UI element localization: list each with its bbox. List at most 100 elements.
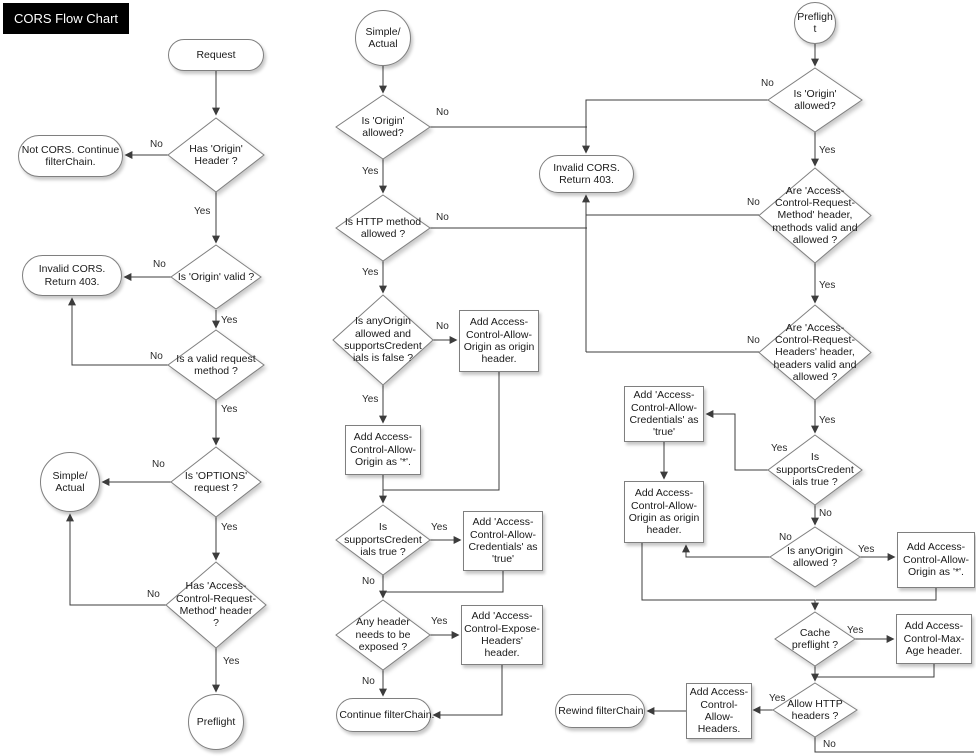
label: Are 'Access- Control-Request- Method' he…	[772, 184, 858, 247]
terminator-request: Request	[168, 39, 264, 71]
label: Add Access- Control- Allow- Headers.	[689, 686, 749, 736]
diamond-shape	[336, 95, 430, 159]
decision-origin-allowed-mid: Is 'Origin' allowed?	[336, 95, 430, 159]
edge-label-yes: Yes	[223, 656, 240, 667]
terminator-continue-filterchain: Continue filterChain.	[336, 698, 434, 732]
edge-label-yes: Yes	[819, 415, 836, 426]
edge-label-yes: Yes	[819, 145, 836, 156]
edge-label-no: No	[747, 335, 760, 346]
edge	[641, 543, 819, 611]
process-add-acao-star-right: Add Access- Control-Allow- Origin as '*'…	[897, 532, 975, 588]
connector-simple-actual-left: Simple/ Actual	[40, 452, 100, 512]
label: Is supportsCredent ials true ?	[776, 451, 854, 489]
edge	[582, 99, 768, 154]
label: Has 'Origin' Header ?	[189, 142, 243, 167]
decision-cache-preflight: Cache preflight ?	[775, 612, 855, 666]
label: Are 'Access- Control-Request- Headers' h…	[773, 321, 857, 384]
terminator-invalid-cors-left: Invalid CORS. Return 403.	[22, 255, 122, 296]
edge	[432, 665, 503, 719]
diamond-shape	[171, 447, 261, 517]
label: Add 'Access- Control-Expose- Headers' he…	[464, 610, 540, 660]
edge	[816, 664, 935, 678]
edge-label-no: No	[147, 589, 160, 600]
decision-http-method-allowed: Is HTTP method allowed ?	[336, 195, 430, 261]
connector-preflight-left: Preflight	[188, 694, 244, 750]
label: Request	[196, 48, 236, 61]
edge-label-yes: Yes	[431, 522, 448, 533]
edge-label-yes: Yes	[819, 280, 836, 291]
terminator-invalid-cors-mid: Invalid CORS. Return 403.	[539, 155, 634, 193]
diamond-shape	[768, 68, 862, 132]
edge-label-yes: Yes	[769, 693, 786, 704]
decision-any-header-exposed: Any header needs to be exposed ?	[336, 600, 430, 670]
decision-acrm-valid-allowed: Are 'Access- Control-Request- Method' he…	[759, 168, 871, 263]
edge-label-yes: Yes	[431, 616, 448, 627]
decision-origin-valid: Is 'Origin' valid ?	[171, 245, 261, 309]
label: Add 'Access- Control-Allow- Credentials'…	[468, 516, 538, 566]
edge	[66, 513, 166, 606]
edge-label-yes: Yes	[858, 544, 875, 555]
diamond-shape	[166, 562, 266, 648]
diamond-shape	[759, 305, 871, 400]
chart-title: CORS Flow Chart	[3, 3, 130, 34]
edge-label-yes: Yes	[221, 404, 238, 415]
label: Cache preflight ?	[791, 626, 839, 651]
edge	[816, 588, 937, 601]
decision-supportscredentials-mid: Is supportsCredent ials true ?	[336, 505, 430, 575]
label: Is a valid request method ?	[176, 352, 256, 377]
edge-label-no: No	[152, 459, 165, 470]
label: Any header needs to be exposed ?	[355, 616, 411, 654]
label: Has 'Access- Control-Request- Method' he…	[176, 580, 256, 630]
terminator-not-cors: Not CORS. Continue filterChain.	[18, 135, 123, 177]
process-add-max-age: Add Access- Control-Max- Age header.	[896, 614, 972, 664]
diamond-shape	[775, 612, 855, 666]
label: Is 'Origin' valid ?	[177, 270, 255, 283]
label: Is 'OPTIONS' request ?	[184, 469, 248, 494]
diamond-shape	[336, 195, 430, 261]
label: Not CORS. Continue filterChain.	[21, 143, 120, 168]
label: Add 'Access- Control-Allow- Credentials'…	[629, 389, 699, 439]
label: Rewind filterChain	[558, 704, 644, 717]
edge-label-no: No	[150, 139, 163, 150]
process-add-credentials-true-mid: Add 'Access- Control-Allow- Credentials'…	[463, 511, 543, 571]
diamond-shape	[171, 245, 261, 309]
edge	[682, 544, 770, 558]
edge	[383, 372, 500, 491]
label: Is supportsCredent ials true ?	[344, 521, 422, 559]
label: Invalid CORS. Return 403.	[38, 263, 106, 288]
edge-label-yes: Yes	[221, 315, 238, 326]
decision-origin-allowed-right: Is 'Origin' allowed?	[768, 68, 862, 132]
diamond-shape	[336, 505, 430, 575]
label: Preflight	[797, 10, 833, 35]
diamond-shape	[336, 600, 430, 670]
edge	[68, 297, 168, 366]
connector-preflight-right: Preflight	[794, 2, 836, 44]
connector-simple-actual-mid: Simple/ Actual	[355, 10, 411, 66]
decision-anyorigin-allowed-right: Is anyOrigin allowed ?	[770, 527, 860, 587]
diamond-shape	[333, 295, 433, 385]
diamond-shape	[168, 118, 264, 192]
process-add-acao-origin-right: Add Access- Control-Allow- Origin as ori…	[624, 481, 704, 543]
diamond-shape	[768, 435, 862, 505]
process-add-expose-headers: Add 'Access- Control-Expose- Headers' he…	[461, 605, 543, 665]
decision-anyorigin-supportscredentials: Is anyOrigin allowed and supportsCredent…	[333, 295, 433, 385]
decision-acrh-valid-allowed: Are 'Access- Control-Request- Headers' h…	[759, 305, 871, 400]
label: Is 'Origin' allowed?	[361, 114, 405, 139]
decision-allow-http-headers: Allow HTTP headers ?	[773, 683, 857, 737]
edge-label-no: No	[761, 78, 774, 89]
label: Invalid CORS. Return 403.	[553, 161, 620, 186]
edge-label-no: No	[747, 197, 760, 208]
label: Add Access- Control-Allow- Origin as ori…	[463, 316, 535, 366]
process-add-acao-star-mid: Add Access- Control-Allow- Origin as '*'…	[345, 425, 421, 475]
decision-supportscredentials-right: Is supportsCredent ials true ?	[768, 435, 862, 505]
label: Add Access- Control-Allow- Origin as '*'…	[903, 541, 969, 579]
label: Is anyOrigin allowed and supportsCredent…	[344, 315, 422, 365]
edge-label-yes: Yes	[221, 522, 238, 533]
decision-valid-request-method: Is a valid request method ?	[168, 330, 264, 400]
edge-label-yes: Yes	[194, 206, 211, 217]
edge-label-no: No	[362, 676, 375, 687]
label: Is anyOrigin allowed ?	[786, 544, 844, 569]
edge-label-yes: Yes	[362, 166, 379, 177]
label: Add Access- Control-Allow- Origin as '*'…	[350, 431, 416, 469]
